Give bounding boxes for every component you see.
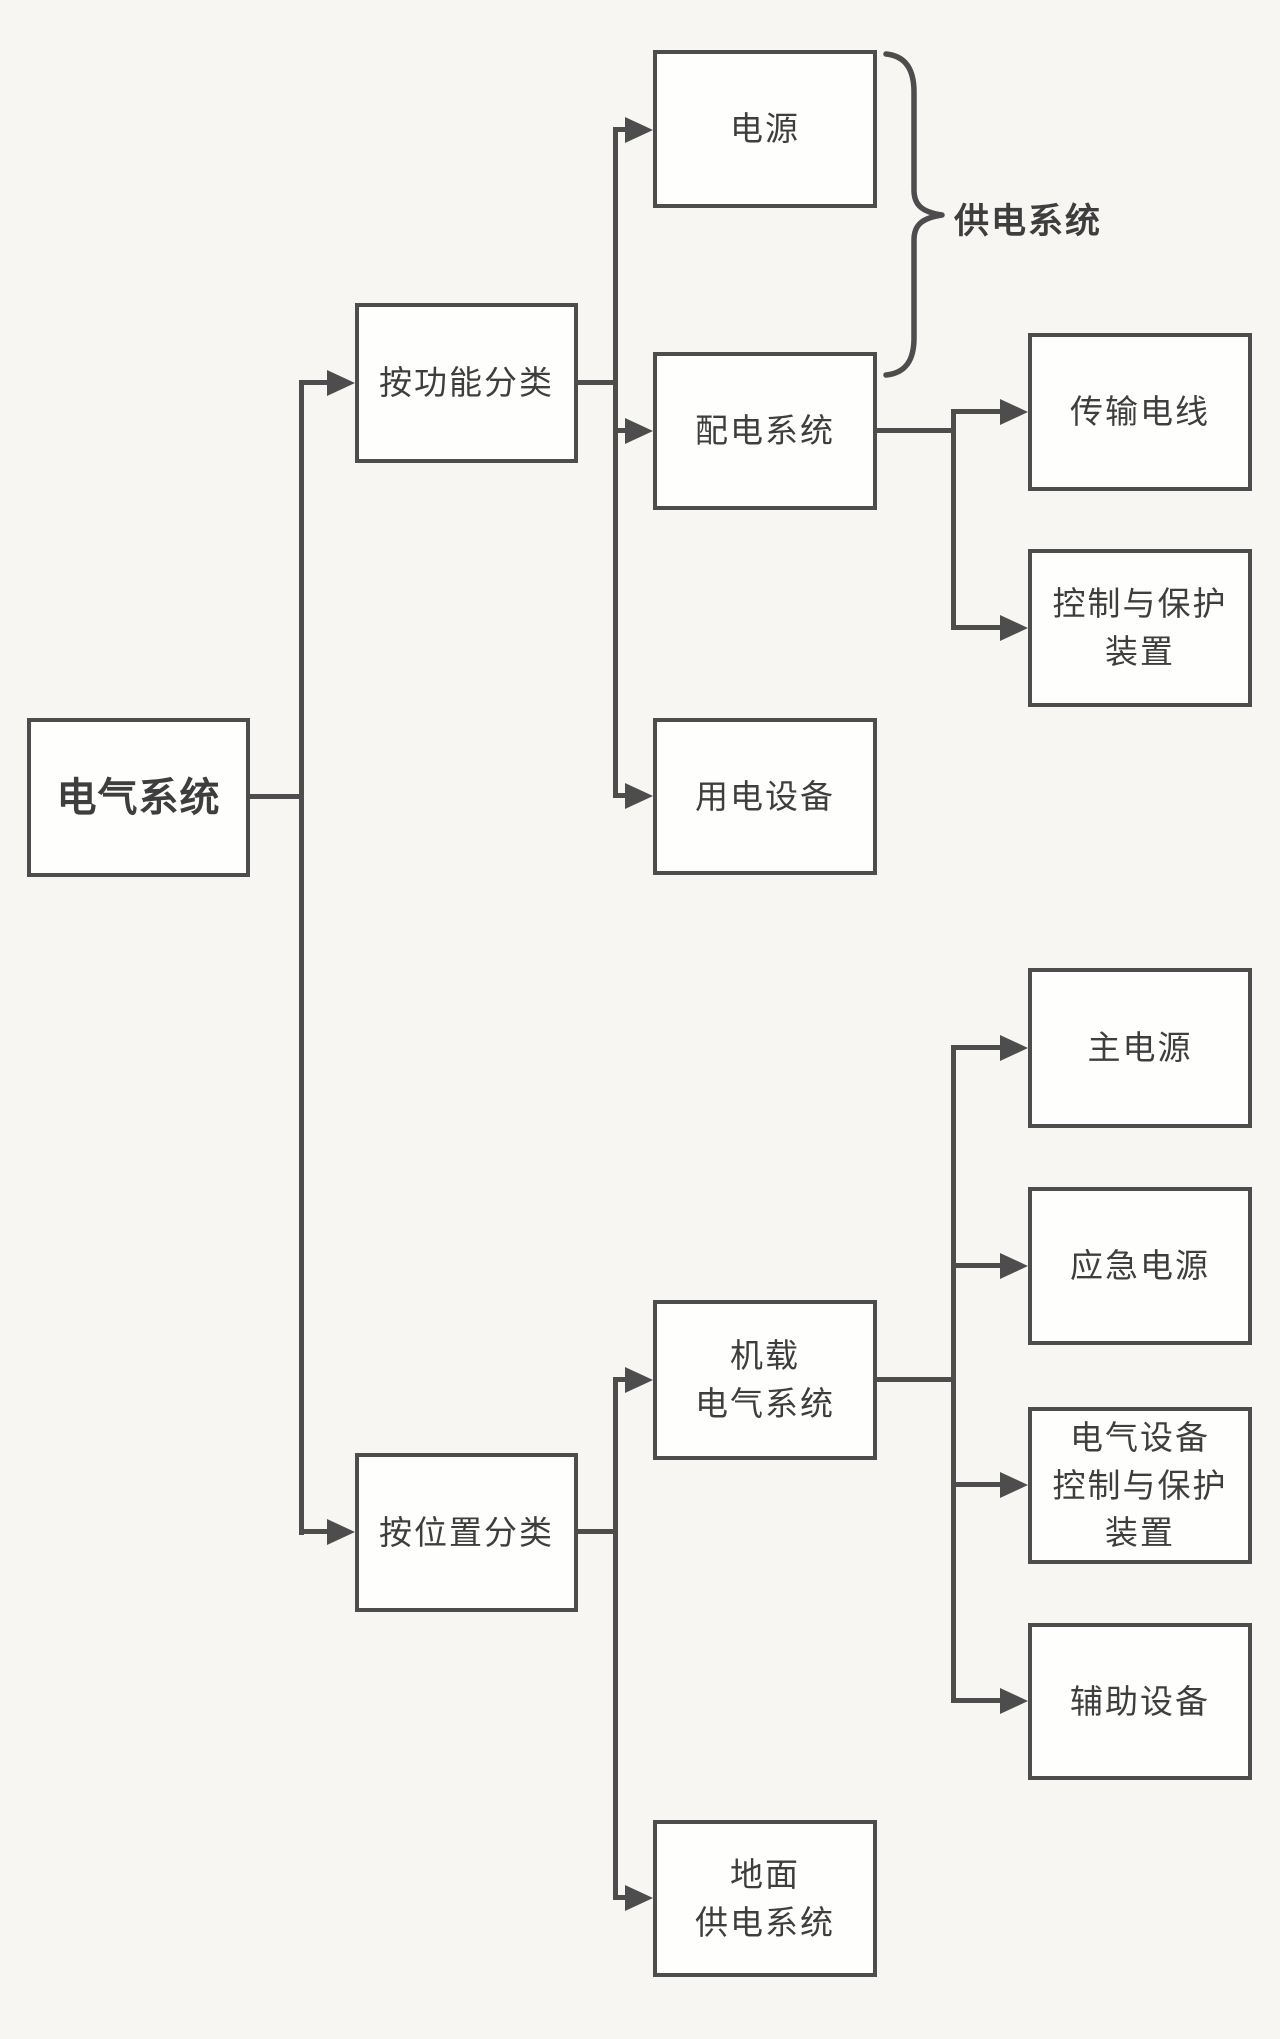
connector-branch-control-protection	[951, 625, 1002, 630]
connector-branch-distribution	[613, 428, 627, 433]
node-label-consuming-equipment: 用电设备	[695, 777, 835, 815]
node-by-location: 按位置分类	[355, 1453, 578, 1612]
node-label-transmission-wires: 传输电线	[1070, 393, 1210, 431]
node-label-by-location: 按位置分类	[379, 1513, 554, 1551]
arrowhead-power-source	[625, 117, 653, 143]
node-distribution-system: 配电系统	[653, 352, 877, 510]
arrowhead-ground	[625, 1885, 653, 1911]
arrowhead-consuming	[625, 783, 653, 809]
connector-function-spine	[613, 127, 618, 798]
node-control-protection: 控制与保护 装置	[1028, 549, 1252, 707]
arrowhead-equipment-control	[1000, 1472, 1028, 1498]
node-airborne-system: 机载 电气系统	[653, 1300, 877, 1460]
connector-airborne-spine	[951, 1045, 956, 1703]
connector-branch-emergency-power	[951, 1263, 1002, 1268]
arrowhead-main-power	[1000, 1035, 1028, 1061]
connector-branch-main-power	[951, 1045, 1002, 1050]
node-label-equipment-control-protection: 电气设备 控制与保护 装置	[1052, 1418, 1228, 1552]
arrowhead-emergency-power	[1000, 1253, 1028, 1279]
connector-branch-by-function	[299, 380, 329, 385]
arrowhead-auxiliary	[1000, 1688, 1028, 1714]
node-main-power: 主电源	[1028, 968, 1252, 1128]
arrowhead-by-location	[327, 1519, 355, 1545]
node-label-airborne-system: 机载 电气系统	[695, 1337, 835, 1422]
connector-distribution-spine	[951, 409, 956, 630]
arrowhead-transmission	[1000, 399, 1028, 425]
connector-airborne-stub	[877, 1377, 956, 1382]
node-auxiliary-equipment: 辅助设备	[1028, 1623, 1252, 1780]
arrowhead-control-protection	[1000, 615, 1028, 641]
node-label-control-protection: 控制与保护 装置	[1052, 585, 1228, 670]
node-label-by-function: 按功能分类	[379, 364, 554, 402]
node-equipment-control-protection: 电气设备 控制与保护 装置	[1028, 1407, 1252, 1564]
curly-brace	[883, 51, 945, 378]
node-power-source: 电源	[653, 50, 877, 208]
node-emergency-power: 应急电源	[1028, 1187, 1252, 1345]
node-electrical-system: 电气系统	[27, 718, 250, 877]
connector-distribution-stub	[877, 428, 956, 433]
connector-branch-transmission	[951, 409, 1002, 414]
connector-branch-ground	[613, 1895, 627, 1900]
connector-by-function-stub	[578, 380, 618, 385]
brace-label-power-supply-system: 供电系统	[954, 202, 1103, 241]
node-label-emergency-power: 应急电源	[1070, 1247, 1210, 1285]
connector-branch-equipment-control	[951, 1482, 1002, 1487]
connector-branch-by-location	[299, 1529, 329, 1534]
node-label-ground-supply-system: 地面 供电系统	[695, 1855, 835, 1941]
node-consuming-equipment: 用电设备	[653, 718, 877, 875]
connector-root-spine	[299, 380, 304, 1535]
arrowhead-airborne	[625, 1367, 653, 1393]
node-ground-supply-system: 地面 供电系统	[653, 1820, 877, 1977]
connector-location-spine	[613, 1377, 618, 1900]
connector-branch-airborne	[613, 1377, 627, 1382]
node-by-function: 按功能分类	[355, 303, 578, 463]
connector-branch-auxiliary	[951, 1698, 1002, 1703]
connector-by-location-stub	[578, 1529, 618, 1534]
node-label-electrical-system: 电气系统	[56, 775, 221, 820]
connector-root-stub	[250, 794, 302, 799]
node-transmission-wires: 传输电线	[1028, 333, 1252, 491]
node-label-power-source: 电源	[730, 110, 800, 148]
node-label-main-power: 主电源	[1087, 1029, 1193, 1067]
node-label-distribution-system: 配电系统	[695, 412, 835, 450]
arrowhead-distribution	[625, 418, 653, 444]
connector-branch-consuming	[613, 793, 627, 798]
connector-branch-power-source	[613, 127, 627, 132]
arrowhead-by-function	[327, 370, 355, 396]
node-label-auxiliary-equipment: 辅助设备	[1070, 1682, 1210, 1720]
